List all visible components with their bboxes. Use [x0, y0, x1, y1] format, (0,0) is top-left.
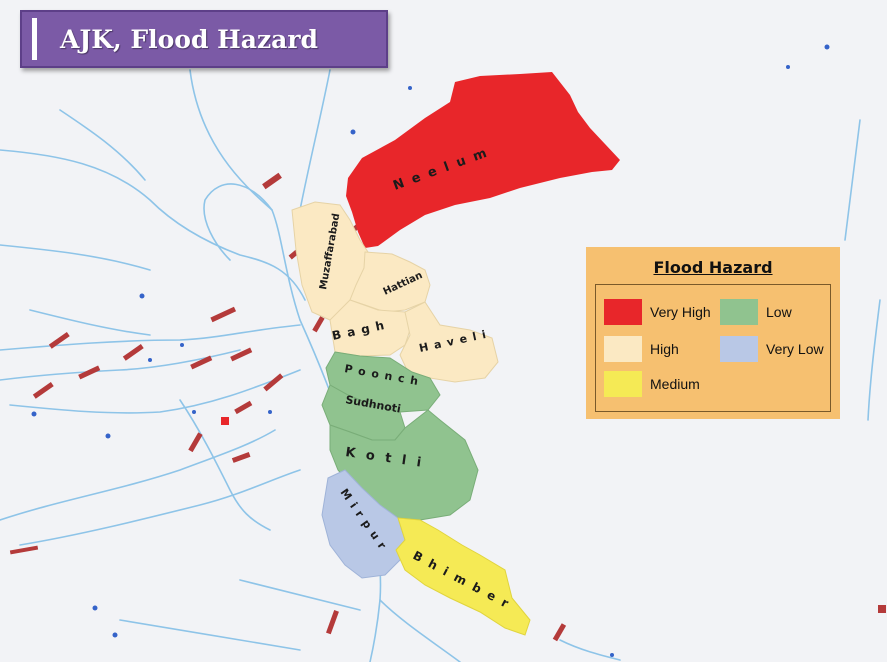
legend: Flood Hazard Very High Low High Very Low… [586, 247, 840, 419]
legend-swatch [604, 299, 642, 325]
legend-item-very-high: Very High [604, 299, 711, 325]
legend-title: Flood Hazard [653, 258, 773, 277]
district-bhimber[interactable] [395, 517, 531, 636]
legend-swatch [720, 336, 758, 362]
legend-item-low: Low [720, 299, 792, 325]
capital-marker [221, 417, 229, 425]
title-banner: AJK, Flood Hazard [20, 10, 388, 68]
legend-label: Medium [650, 376, 700, 392]
legend-label: Low [766, 304, 792, 320]
legend-label: High [650, 341, 679, 357]
legend-label: Very Low [766, 341, 824, 357]
legend-swatch [604, 371, 642, 397]
legend-label: Very High [650, 304, 711, 320]
page-title: AJK, Flood Hazard [60, 24, 319, 54]
district-hattian[interactable] [349, 251, 431, 313]
legend-item-high: High [604, 336, 679, 362]
legend-swatch [720, 299, 758, 325]
legend-body: Very High Low High Very Low Medium [595, 284, 831, 412]
settlement-dots [31, 44, 830, 657]
legend-item-very-low: Very Low [720, 336, 824, 362]
title-accent-bar [32, 18, 37, 60]
district-haveli[interactable] [399, 301, 499, 383]
district-neelum[interactable] [346, 72, 620, 248]
legend-swatch [604, 336, 642, 362]
legend-item-medium: Medium [604, 371, 700, 397]
